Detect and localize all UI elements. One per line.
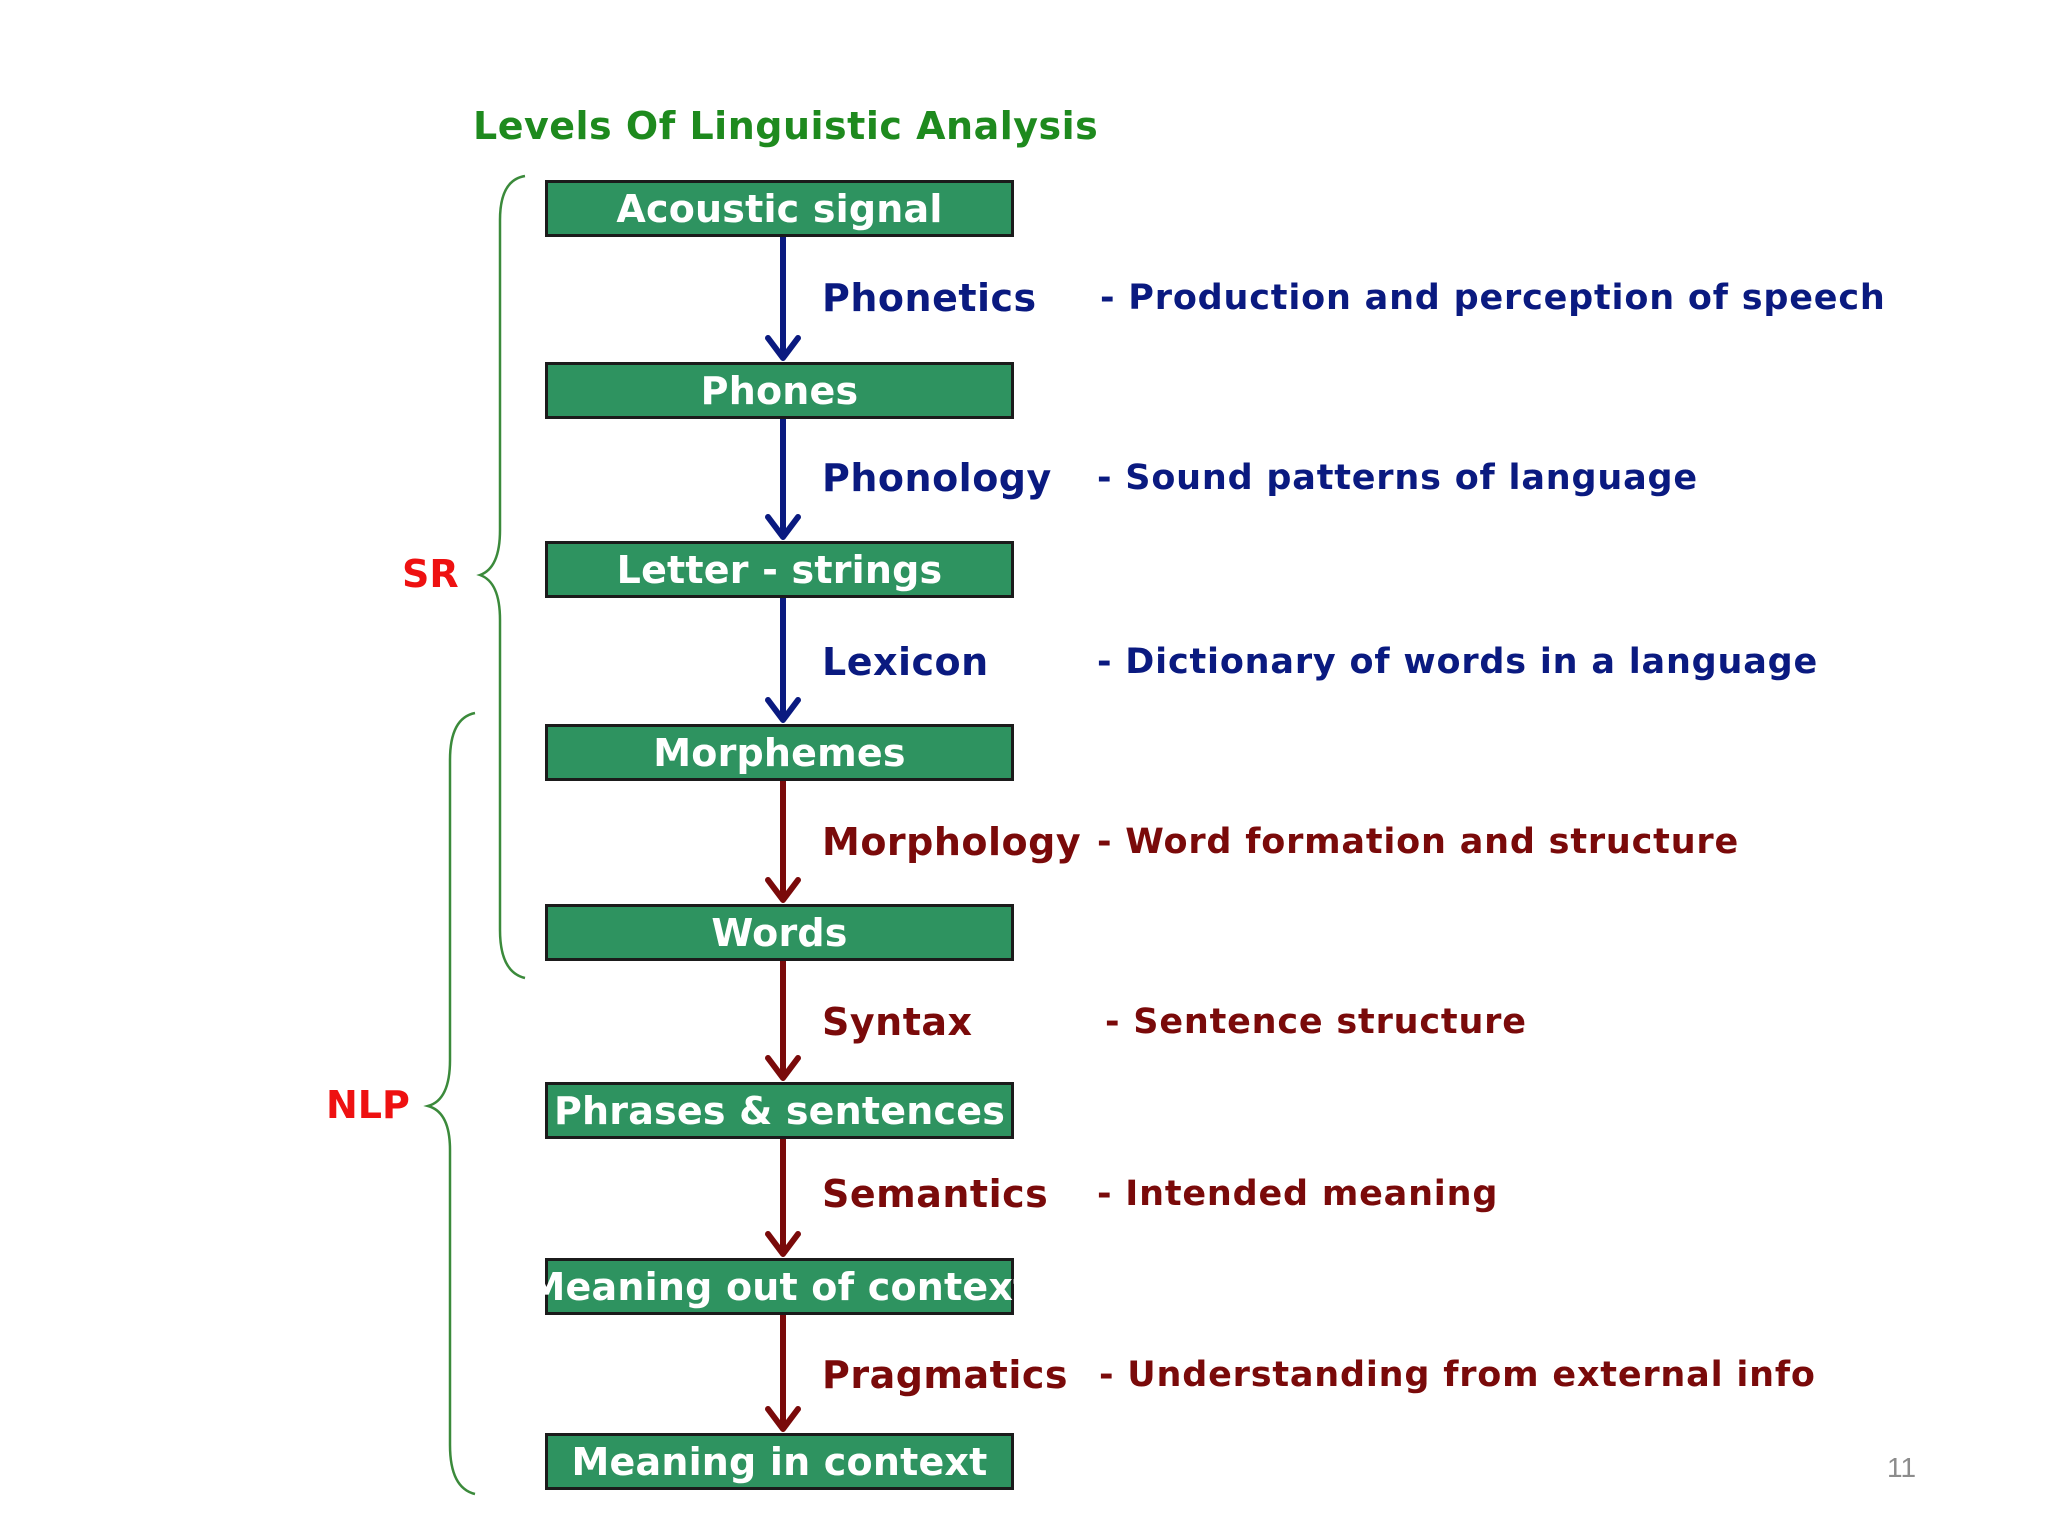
level-box-label: Meaning in context [571,1439,988,1484]
level-box-8: Meaning in context [545,1433,1014,1490]
process-description-1: - Production and perception of speech [1100,278,1886,318]
arrow-head-7 [765,1406,801,1432]
process-name-1: Phonetics [822,276,1037,320]
arrow-head-3 [765,697,801,723]
diagram-title: Levels Of Linguistic Analysis [473,104,1099,148]
process-name-3: Lexicon [822,640,989,684]
level-box-2: Phones [545,362,1014,419]
process-name-4: Morphology [822,820,1082,864]
level-box-6: Phrases & sentences [545,1082,1014,1139]
process-description-4: - Word formation and structure [1097,822,1740,862]
level-box-label: Letter - strings [616,547,943,592]
process-name-6: Semantics [822,1172,1049,1216]
process-description-7: - Understanding from external info [1099,1355,1816,1395]
nlp-label: NLP [326,1083,410,1127]
level-box-label: Morphemes [653,730,906,775]
level-box-label: Phrases & sentences [553,1088,1006,1133]
process-name-2: Phonology [822,456,1052,500]
level-box-label: Phones [700,368,859,413]
level-box-7: Meaning out of context [528,1258,1031,1315]
level-box-label: Meaning out of context [527,1264,1032,1309]
arrows-group [765,237,801,1432]
process-description-2: - Sound patterns of language [1097,458,1698,498]
process-name-5: Syntax [822,1000,973,1044]
level-box-4: Morphemes [545,724,1014,781]
arrow-head-2 [765,514,801,540]
level-box-1: Acoustic signal [545,180,1014,237]
arrow-head-1 [765,335,801,361]
process-description-6: - Intended meaning [1097,1174,1499,1214]
sr-brace [476,174,526,980]
nlp-brace [423,711,476,1496]
process-name-7: Pragmatics [822,1353,1069,1397]
sr-label: SR [402,552,459,596]
level-box-label: Acoustic signal [616,186,943,231]
level-box-label: Words [711,910,848,955]
arrow-head-5 [765,1055,801,1081]
arrow-head-4 [765,877,801,903]
process-description-3: - Dictionary of words in a language [1097,642,1819,682]
process-description-5: - Sentence structure [1105,1002,1527,1042]
level-box-3: Letter - strings [545,541,1014,598]
arrow-head-6 [765,1231,801,1257]
level-box-5: Words [545,904,1014,961]
page-number: 11 [1887,1452,1917,1483]
